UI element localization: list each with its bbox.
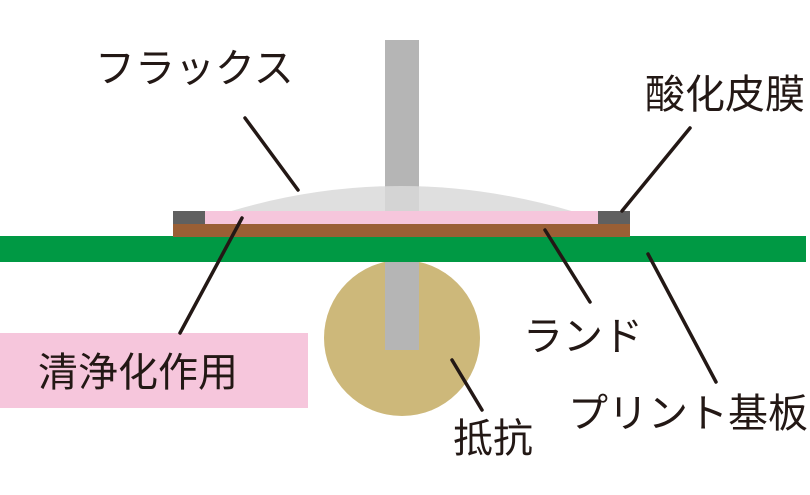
pcb-leader-line: [646, 252, 718, 384]
land: [173, 224, 630, 237]
land-leader-line: [543, 228, 592, 304]
resistor-label: 抵抗: [453, 416, 533, 462]
land-label: ランド: [523, 314, 643, 360]
flux-leader-line: [243, 116, 300, 192]
oxide-film-leader-line: [620, 126, 692, 213]
flux-dome: [228, 186, 575, 212]
cleaning-action-box: [0, 333, 308, 408]
oxide-film-left: [173, 211, 205, 224]
oxide-film-right: [598, 211, 630, 224]
cleaning-action-leader-line: [178, 216, 244, 335]
pcb-label: プリント基板: [568, 391, 808, 437]
cleaning-action-label: 清浄化作用: [38, 350, 238, 396]
printed-circuit-board: [0, 236, 806, 262]
flux-label: フラックス: [95, 46, 294, 92]
cleaned-surface: [205, 211, 598, 224]
resistor-leader-line: [450, 358, 484, 412]
oxide-film-label: 酸化皮膜: [645, 72, 805, 118]
